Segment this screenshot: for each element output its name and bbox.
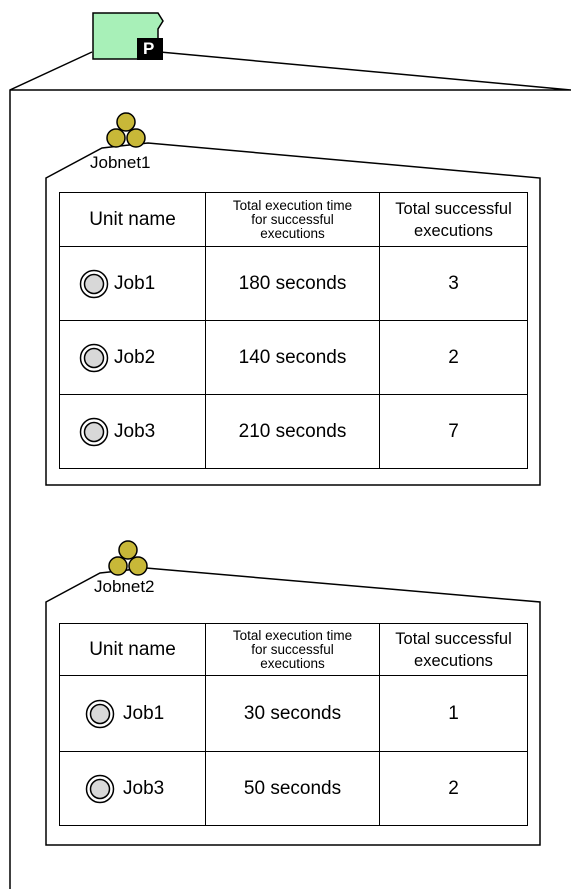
success-count: 3 xyxy=(379,246,528,321)
root-frame-top xyxy=(10,51,571,91)
job-icon xyxy=(79,417,109,446)
job-icon xyxy=(79,343,109,372)
jobnet1-icon[interactable] xyxy=(105,110,147,150)
unit-cell[interactable]: Job3 xyxy=(59,751,206,826)
unit-name-header: Unit name xyxy=(59,623,206,676)
table-row[interactable]: Job1 30 seconds 1 xyxy=(59,675,528,752)
jobnet2-frame xyxy=(45,567,541,846)
execution-time: 50 seconds xyxy=(205,751,380,826)
planning-badge xyxy=(137,38,163,60)
table-row[interactable]: Job3 50 seconds 2 xyxy=(59,751,528,826)
unit-name-header: Unit name xyxy=(59,192,206,247)
success-count: 1 xyxy=(379,675,528,752)
job-icon xyxy=(85,699,115,728)
unit-name: Job2 xyxy=(114,346,156,368)
unit-name: Job1 xyxy=(114,272,156,294)
unit-cell[interactable]: Job1 xyxy=(59,246,206,321)
execution-time: 140 seconds xyxy=(205,320,380,395)
unit-name: Job1 xyxy=(123,702,165,724)
success-count: 2 xyxy=(379,320,528,395)
success-count: 2 xyxy=(379,751,528,826)
unit-name: Job3 xyxy=(114,420,156,442)
table-row[interactable]: Job1 180 seconds 3 xyxy=(59,246,528,321)
job-icon xyxy=(79,269,109,298)
execution-time: 210 seconds xyxy=(205,394,380,469)
jobnet1-frame xyxy=(45,142,541,486)
unit-cell[interactable]: Job3 xyxy=(59,394,206,469)
jobnet2-name: Jobnet2 xyxy=(94,577,155,596)
jobnet1-name: Jobnet1 xyxy=(90,153,151,172)
execution-time: 30 seconds xyxy=(205,675,380,752)
planning-badge-label: P xyxy=(143,39,155,58)
jobnet2-icon[interactable] xyxy=(107,538,149,578)
table-row[interactable]: Job3 210 seconds 7 xyxy=(59,394,528,469)
job-icon xyxy=(85,774,115,803)
unit-name: Job3 xyxy=(123,777,165,799)
unit-cell[interactable]: Job1 xyxy=(59,675,206,752)
success-count: 7 xyxy=(379,394,528,469)
root-jobnet-icon[interactable]: P xyxy=(92,12,167,60)
execution-time: 180 seconds xyxy=(205,246,380,321)
table-row[interactable]: Job2 140 seconds 2 xyxy=(59,320,528,395)
unit-cell[interactable]: Job2 xyxy=(59,320,206,395)
